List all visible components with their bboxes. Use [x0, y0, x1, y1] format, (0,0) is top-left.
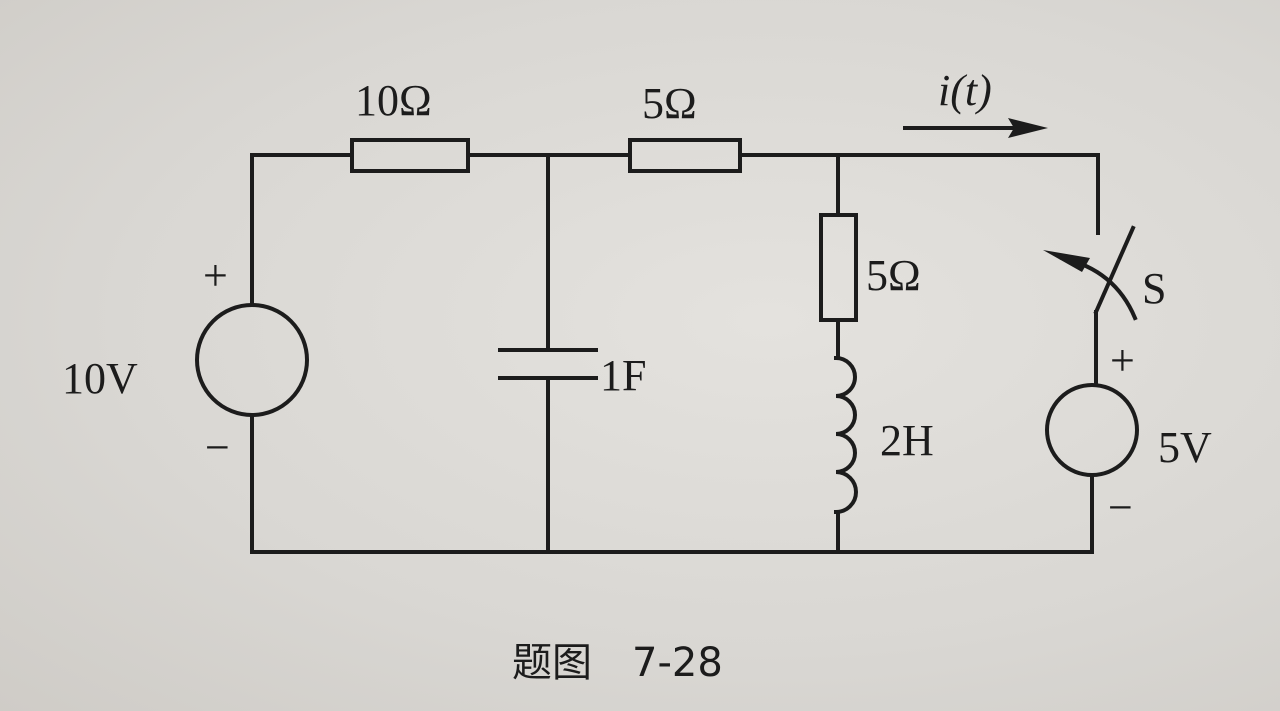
- minus-left: −: [205, 423, 230, 472]
- minus-right: −: [1108, 483, 1133, 532]
- label-switch: S: [1142, 264, 1166, 313]
- plus-left: +: [203, 251, 228, 300]
- capacitor-1f: [498, 348, 598, 380]
- label-capacitor: 1F: [600, 351, 646, 400]
- label-source-right: 5V: [1158, 423, 1212, 472]
- figure-caption: 题图 7-28: [512, 640, 723, 686]
- switch-s[interactable]: [1043, 225, 1138, 321]
- label-source-left: 10V: [62, 354, 138, 403]
- voltage-source-10v: [195, 303, 309, 417]
- current-arrow-icon: [903, 118, 1048, 138]
- plus-right: +: [1110, 336, 1135, 385]
- resistor-5ohm-top: [628, 138, 742, 173]
- label-r2: 5Ω: [642, 79, 697, 128]
- wires: [250, 153, 1100, 554]
- inductor-2h: [833, 355, 858, 515]
- voltage-source-5v: [1045, 383, 1139, 477]
- label-inductor: 2H: [880, 416, 934, 465]
- switch-arrow-icon: [1043, 250, 1090, 272]
- label-r1: 10Ω: [355, 76, 432, 125]
- resistor-5ohm-vertical: [819, 213, 858, 322]
- resistor-10ohm: [350, 138, 470, 173]
- label-current: i(t): [938, 66, 992, 115]
- label-r3: 5Ω: [866, 251, 921, 300]
